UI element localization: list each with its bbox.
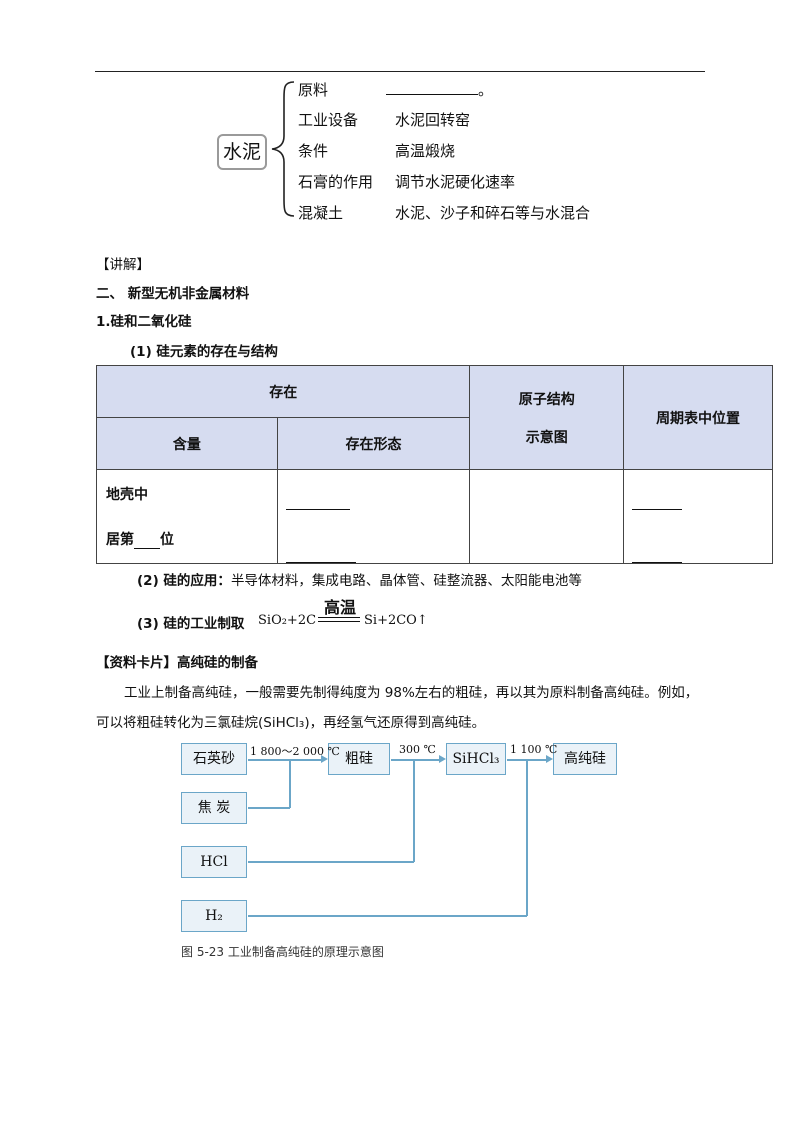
period-mark: 。 bbox=[478, 81, 494, 99]
temp-label: 1 800～2 000 ℃ bbox=[250, 745, 340, 758]
cement-row-label: 工业设备 bbox=[298, 111, 359, 129]
period-cell bbox=[623, 469, 773, 564]
temp-label: 1 100 ℃ bbox=[510, 743, 558, 756]
fill-in-blank bbox=[285, 561, 356, 563]
item-heading: (1) 硅元素的存在与结构 bbox=[130, 344, 278, 360]
header-period-position: 周期表中位置 bbox=[623, 365, 773, 470]
application-line: (2) 硅的应用：半导体材料，集成电路、晶体管、硅整流器、太阳能电池等 bbox=[137, 569, 582, 589]
cement-row-value: 水泥回转窑 bbox=[395, 111, 471, 129]
temp-label: 300 ℃ bbox=[399, 743, 436, 756]
figure-caption: 图 5-23 工业制备高纯硅的原理示意图 bbox=[181, 945, 384, 959]
application-label: (2) 硅的应用： bbox=[137, 573, 231, 589]
feed-line-hcl bbox=[413, 759, 415, 862]
explain-heading: 【讲解】 bbox=[96, 257, 150, 273]
form-cell bbox=[276, 469, 471, 564]
feed-line-coke bbox=[248, 807, 290, 809]
row-text: 地壳中 bbox=[106, 487, 148, 503]
cement-row-label: 混凝土 bbox=[298, 204, 344, 222]
equation-right: Si+2CO↑ bbox=[364, 613, 428, 628]
content-cell: 地壳中 居第 位 bbox=[96, 469, 278, 564]
header-existence: 存在 bbox=[95, 365, 471, 418]
curly-brace-icon bbox=[271, 81, 295, 217]
fill-in-blank bbox=[632, 561, 683, 563]
cement-raw-material-answer: 。 bbox=[386, 79, 493, 100]
cement-row-value: 高温煅烧 bbox=[395, 142, 456, 160]
box-pure-silicon: 高纯硅 bbox=[553, 743, 617, 775]
cement-row-label: 条件 bbox=[298, 142, 329, 160]
header-content: 含量 bbox=[96, 417, 278, 470]
fill-in-blank bbox=[134, 547, 160, 549]
box-quartz-sand: 石英砂 bbox=[181, 743, 247, 775]
header-line: 示意图 bbox=[525, 429, 568, 446]
flow-arrow-line bbox=[248, 759, 321, 761]
preparation-heading: (3) 硅的工业制取 bbox=[137, 616, 245, 632]
rank-prefix: 居第 bbox=[106, 532, 134, 548]
card-heading: 【资料卡片】高纯硅的制备 bbox=[96, 655, 258, 671]
flow-arrow-line bbox=[391, 759, 439, 761]
equation-bar-top bbox=[318, 617, 360, 618]
box-hcl: HCl bbox=[181, 846, 247, 878]
arrowhead-icon bbox=[546, 755, 553, 763]
section-heading: 二、 新型无机非金属材料 bbox=[96, 286, 250, 302]
silicon-table: 存在 原子结构 示意图 周期表中位置 含量 存在形态 地壳中 居第 位 bbox=[95, 365, 773, 564]
box-sihcl3: SiHCl₃ bbox=[446, 743, 506, 775]
equation-condition: 高温 bbox=[323, 598, 356, 617]
card-paragraph-line: 可以将粗硅转化为三氯硅烷(SiHCl₃)，再经氢气还原得到高纯硅。 bbox=[96, 715, 486, 731]
rank-suffix: 位 bbox=[160, 532, 174, 548]
cement-row-value: 水泥、沙子和碎石等与水混合 bbox=[395, 204, 591, 222]
top-rule bbox=[95, 71, 705, 72]
feed-line-coke bbox=[289, 759, 291, 808]
equation-left: SiO₂+2C bbox=[258, 613, 317, 628]
atomic-structure-cell bbox=[469, 469, 625, 564]
cement-title: 水泥 bbox=[222, 141, 261, 163]
fill-in-blank bbox=[386, 94, 478, 95]
arrowhead-icon bbox=[439, 755, 446, 763]
cement-row-label: 石膏的作用 bbox=[298, 173, 374, 191]
feed-line-hcl bbox=[248, 861, 414, 863]
subsection-heading: 1.硅和二氧化硅 bbox=[96, 314, 192, 330]
box-crude-silicon: 粗硅 bbox=[328, 743, 390, 775]
box-coke: 焦 炭 bbox=[181, 792, 247, 824]
fill-in-blank bbox=[285, 508, 350, 510]
application-text: 半导体材料，集成电路、晶体管、硅整流器、太阳能电池等 bbox=[230, 573, 582, 589]
cement-title-box: 水泥 bbox=[217, 134, 267, 170]
fill-in-blank bbox=[632, 508, 683, 510]
arrowhead-icon bbox=[321, 755, 328, 763]
box-h2: H₂ bbox=[181, 900, 247, 932]
equation-bar-bottom bbox=[318, 621, 360, 622]
header-form: 存在形态 bbox=[276, 417, 471, 470]
feed-line-h2 bbox=[526, 759, 528, 916]
rank-text: 居第 位 bbox=[106, 529, 277, 549]
cement-row-label: 原料 bbox=[298, 81, 329, 99]
cement-row-value: 调节水泥硬化速率 bbox=[395, 173, 516, 191]
card-paragraph-line: 工业上制备高纯硅，一般需要先制得纯度为 98%左右的粗硅，再以其为原料制备高纯硅… bbox=[124, 685, 699, 701]
header-atomic-structure: 原子结构 示意图 bbox=[469, 365, 625, 470]
feed-line-h2 bbox=[248, 915, 527, 917]
header-line: 原子结构 bbox=[518, 391, 575, 408]
